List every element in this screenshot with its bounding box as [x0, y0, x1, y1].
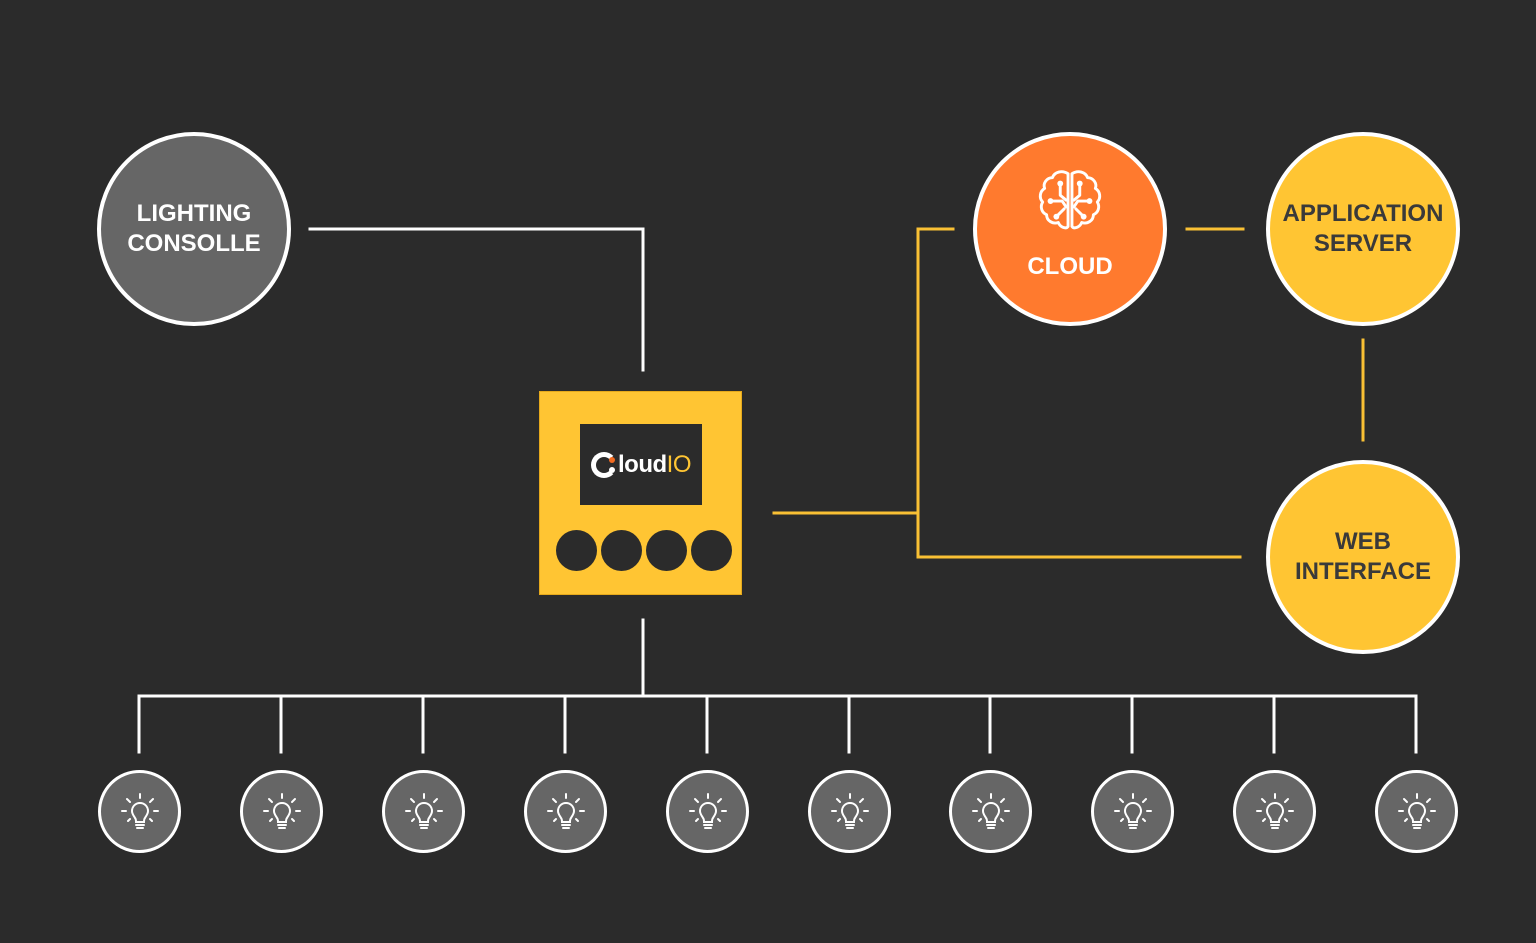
logo-text: loud: [618, 450, 667, 478]
lightbulb-icon: [830, 792, 869, 829]
bulb-node: [240, 770, 323, 853]
lighting-console-node: LIGHTING CONSOLLE: [97, 132, 291, 326]
bulb-node: [949, 770, 1032, 853]
logo-suffix: IO: [666, 450, 692, 478]
bulb-node: [524, 770, 607, 853]
application-server-node: APPLICATION SERVER: [1266, 132, 1460, 326]
application-server-label: APPLICATION SERVER: [1282, 200, 1444, 257]
cloud-label: CLOUD: [1027, 253, 1113, 280]
bulb-node: [1375, 770, 1458, 853]
device-button: [601, 530, 642, 571]
web-interface-label: WEB INTERFACE: [1294, 528, 1431, 585]
device-button: [646, 530, 687, 571]
cloudio-logo: loud IO: [591, 450, 692, 479]
logo-c-icon: [591, 451, 617, 478]
device-screen: loud IO: [580, 424, 702, 505]
lightbulb-icon: [262, 792, 301, 829]
device-button: [691, 530, 732, 571]
lightbulb-icon: [1397, 792, 1436, 829]
cloudio-device: loud IO: [539, 391, 742, 595]
lighting-console-label: LIGHTING CONSOLLE: [127, 200, 261, 257]
lightbulb-icon: [1255, 792, 1294, 829]
lightbulb-icon: [971, 792, 1010, 829]
bulb-node: [666, 770, 749, 853]
device-button: [556, 530, 597, 571]
bulb-node: [1091, 770, 1174, 853]
cloud-node: CLOUD: [973, 132, 1167, 326]
lightbulb-icon: [120, 792, 159, 829]
bulb-node: [1233, 770, 1316, 853]
lightbulb-icon: [546, 792, 585, 829]
device-buttons: [556, 530, 732, 572]
brain-circuit-icon: [1038, 170, 1102, 230]
web-interface-node: WEB INTERFACE: [1266, 460, 1460, 654]
bulb-node: [382, 770, 465, 853]
lightbulb-icon: [688, 792, 727, 829]
bulb-node: [98, 770, 181, 853]
bulb-node: [808, 770, 891, 853]
lightbulb-icon: [1113, 792, 1152, 829]
lightbulb-icon: [404, 792, 443, 829]
